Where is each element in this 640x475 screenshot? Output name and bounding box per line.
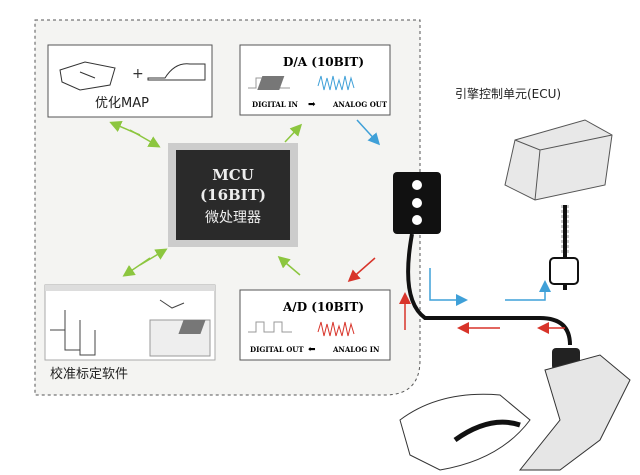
svg-text:⬅: ⬅	[308, 345, 316, 355]
accelerator-pedal	[399, 354, 631, 471]
svg-text:(16BIT): (16BIT)	[200, 186, 266, 204]
svg-text:优化MAP: 优化MAP	[95, 96, 149, 111]
svg-text:ANALOG IN: ANALOG IN	[332, 345, 380, 354]
data-flow-arrows	[109, 119, 381, 282]
svg-text:MCU: MCU	[212, 166, 254, 184]
svg-text:微处理器: 微处理器	[205, 210, 261, 226]
svg-text:A/D (10BIT): A/D (10BIT)	[282, 300, 364, 314]
svg-text:+: +	[132, 66, 144, 82]
da-box: D/A (10BIT) DIGITAL IN ➡ ANALOG OUT	[239, 44, 391, 116]
chip-icon	[257, 76, 285, 90]
map-box: + 优化MAP	[47, 44, 213, 118]
pedal-module	[393, 172, 441, 234]
svg-text:➡: ➡	[308, 100, 316, 110]
ad-box: A/D (10BIT) DIGITAL OUT ⬅ ANALOG IN	[178, 289, 391, 361]
mcu-chip: MCU (16BIT) 微处理器	[168, 143, 298, 247]
svg-text:校准标定软件: 校准标定软件	[50, 366, 128, 382]
connector	[549, 257, 579, 285]
map-curve-icon	[147, 63, 206, 81]
svg-text:ANALOG OUT: ANALOG OUT	[332, 100, 388, 109]
svg-text:DIGITAL IN: DIGITAL IN	[252, 100, 298, 109]
ecu-device	[504, 119, 613, 201]
map-3d-icon	[59, 61, 116, 91]
ecu-label: 引擎控制单元(ECU)	[455, 86, 561, 101]
chip-icon	[178, 320, 206, 334]
svg-text:D/A (10BIT): D/A (10BIT)	[283, 55, 364, 69]
svg-text:DIGITAL OUT: DIGITAL OUT	[250, 345, 304, 354]
